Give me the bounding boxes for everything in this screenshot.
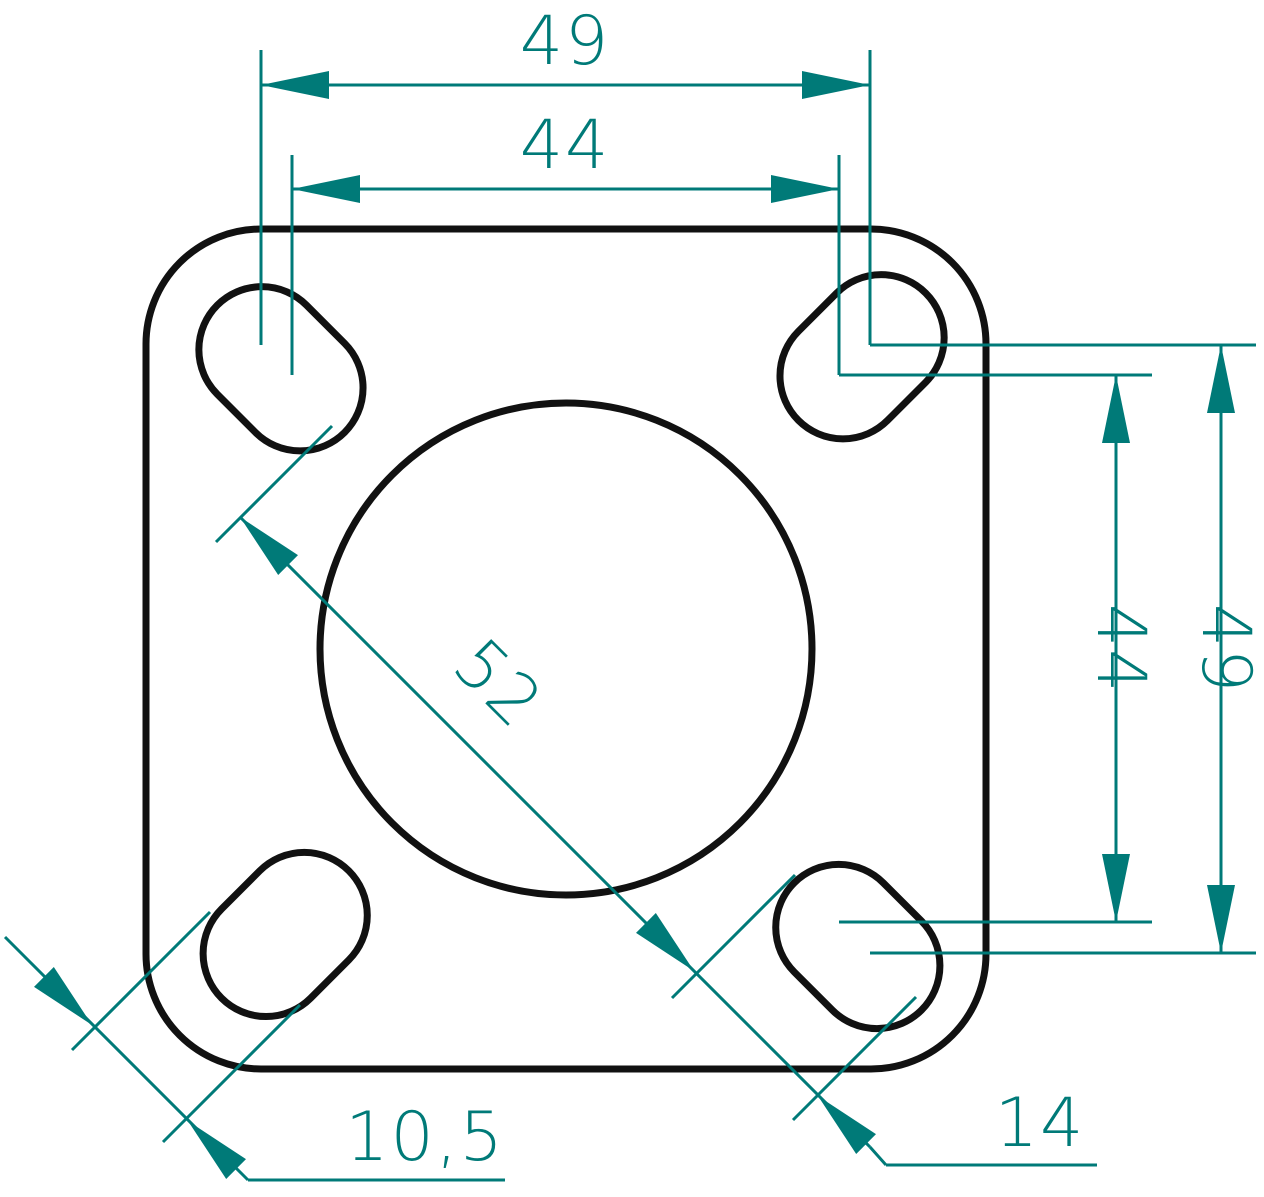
dimension-label-inner-vertical: 44 bbox=[1081, 604, 1160, 695]
dimension-label-outer-vertical: 49 bbox=[1186, 604, 1264, 695]
dimension-label-diagonal: 52 bbox=[438, 624, 558, 744]
slot-bottom-right bbox=[772, 860, 944, 1033]
dimension-label-slot-width: 10,5 bbox=[345, 1098, 504, 1177]
dimension-slot-width: 10,5 bbox=[3, 910, 505, 1182]
part-outline bbox=[142, 225, 990, 1073]
slot-top-left bbox=[195, 283, 367, 455]
dimension-inner-vertical: 44 bbox=[839, 373, 1160, 924]
slot-bottom-left bbox=[199, 848, 371, 1021]
dimension-inner-horizontal: 44 bbox=[290, 106, 841, 375]
dimension-label-outer-horizontal: 49 bbox=[520, 2, 611, 81]
slot-top-right bbox=[776, 271, 948, 443]
dimension-label-inner-horizontal: 44 bbox=[520, 106, 611, 185]
center-hole bbox=[316, 399, 816, 899]
dimension-corner-width: 14 bbox=[791, 995, 1097, 1167]
dimension-outer-horizontal: 49 bbox=[259, 2, 872, 345]
dimension-label-corner-width: 14 bbox=[995, 1084, 1086, 1163]
flange-plate-outline bbox=[142, 225, 990, 1073]
dimension-outer-vertical: 49 bbox=[870, 343, 1264, 955]
